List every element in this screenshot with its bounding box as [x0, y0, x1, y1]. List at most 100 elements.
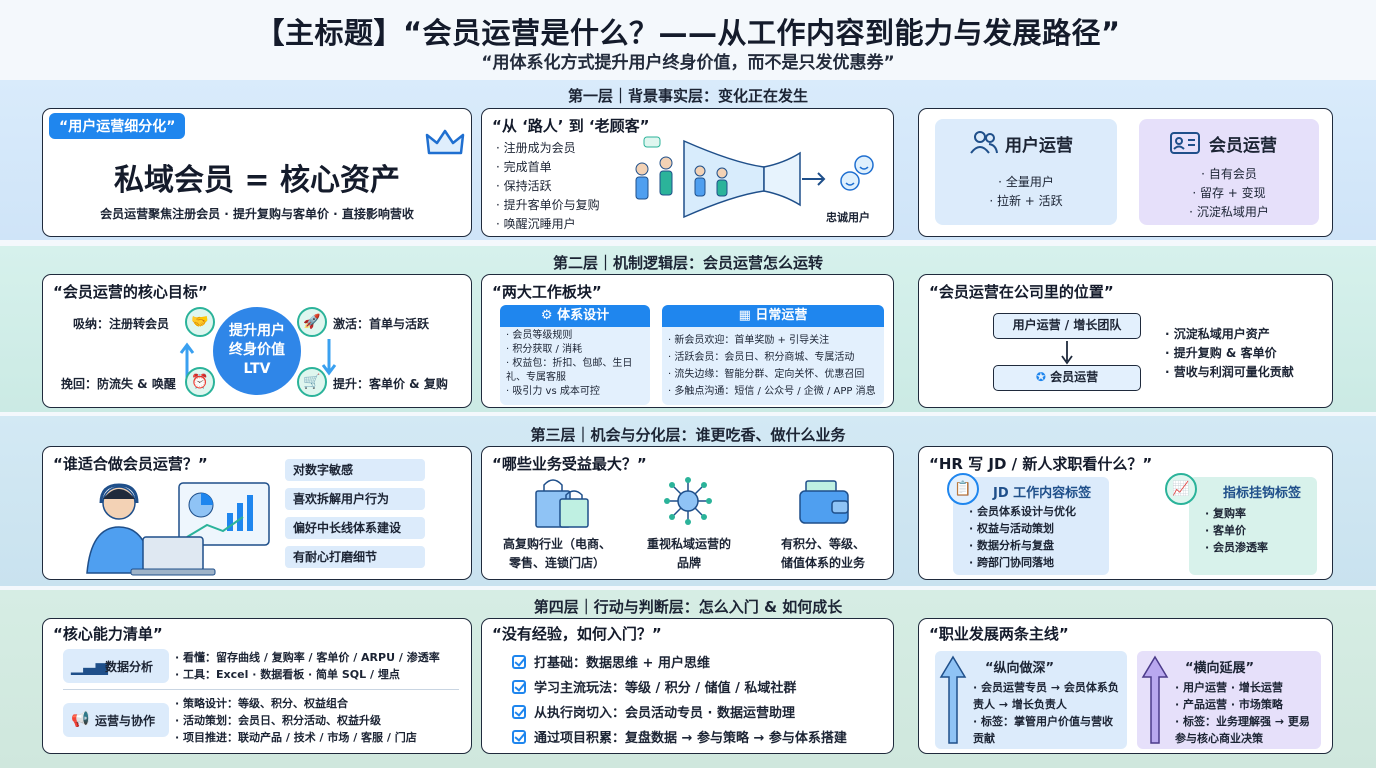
horizontal-path-item: 产品运营 · 市场策略 [1175, 696, 1317, 713]
company-position-card: “会员运营在公司里的位置” 用户运营 / 增长团队 ✪ 会员运营 沉淀私域用户资… [918, 274, 1333, 408]
business-item: 高复购行业（电商、 零售、连锁门店） [492, 535, 622, 573]
beneficiary-heading: “哪些业务受益最大？” [492, 455, 647, 473]
metric-tags-panel: 指标挂钩标签 复购率 客单价 会员渗透率 [1189, 477, 1317, 575]
member-ops-box: ✪ 会员运营 [993, 365, 1141, 391]
crown-icon [425, 129, 465, 155]
daily-ops-item: 多触点沟通：短信 / 公众号 / 企微 / APP 消息 [668, 383, 882, 400]
hr-jd-heading: “HR 写 JD / 新人求职看什么？” [929, 455, 1153, 473]
skill-item: 策略设计：等级、积分、权益组合 [175, 695, 417, 712]
user-ops-title: 用户运营 [1005, 136, 1073, 156]
metric-tags-title: 指标挂钩标签 [1223, 486, 1302, 501]
traits-list: 对数字敏感 喜欢拆解用户行为 偏好中长线体系建设 有耐心打磨细节 [285, 459, 425, 575]
daily-ops-title: 日常运营 [755, 308, 808, 323]
user-ops-item: 拉新 + 活跃 [935, 192, 1117, 211]
member-card-icon [1170, 132, 1200, 154]
position-item: 提升复购 & 客单价 [1165, 344, 1294, 363]
skill-item: 看懂：留存曲线 / 复购率 / 客单价 / ARPU / 渗透率 [175, 649, 440, 666]
checkbox-icon [512, 655, 526, 669]
checklist-item: 打基础：数据思维 + 用户思维 [512, 651, 847, 676]
jd-tag-item: 会员体系设计与优化 [969, 503, 1076, 520]
layer-2-title: 第二层｜机制逻辑层：会员运营怎么运转 [552, 254, 823, 272]
daily-ops-panel: ▦ 日常运营 新会员欢迎：首单奖励 + 引导关注 活跃会员：会员日、积分商城、专… [662, 305, 884, 405]
checklist-text: 通过项目积累：复盘数据 → 参与策略 → 参与体系搭建 [534, 731, 847, 746]
career-heading: “职业发展两条主线” [929, 625, 1069, 643]
jd-tag-item: 跨部门协同落地 [969, 554, 1076, 571]
vertical-path-list: 会员运营专员 → 会员体系负责人 → 增长负责人 标签：掌管用户价值与营收贡献 [973, 679, 1123, 747]
member-ops-item: 自有会员 [1139, 165, 1319, 184]
member-ops-item: 留存 + 变现 [1139, 184, 1319, 203]
layer-1-title: 第一层｜背景事实层：变化正在发生 [567, 87, 808, 105]
layer-4-band: 第四层｜行动与判断层：怎么入门 & 如何成长 “核心能力清单” ▁▃▅ 数据分析… [0, 590, 1376, 768]
ltv-line: 提升用户 [229, 323, 285, 339]
career-paths-card: “职业发展两条主线” “纵向做深” 会员运营专员 → 会员体系负责人 → 增长负… [918, 618, 1333, 754]
metric-tag-item: 客单价 [1205, 522, 1268, 539]
system-design-panel: ⚙ 体系设计 会员等级规则 积分获取 / 消耗 权益包：折扣、包邮、生日礼、专属… [500, 305, 650, 405]
member-ops-list: 自有会员 留存 + 变现 沉淀私域用户 [1139, 165, 1319, 222]
who-fits-card: “谁适合做会员运营？” 对数字敏感 喜欢拆解用户行为 偏好中长线体系建设 有耐心… [42, 446, 472, 580]
core-skills-heading: “核心能力清单” [53, 625, 163, 643]
skill-item: 活动策划：会员日、积分活动、权益升级 [175, 712, 417, 729]
business-item: 重视私域运营的 品牌 [624, 535, 754, 573]
who-fits-heading: “谁适合做会员运营？” [53, 455, 208, 473]
daily-ops-item: 活跃会员：会员日、积分商城、专属活动 [668, 349, 882, 366]
checklist-text: 学习主流玩法：等级 / 积分 / 储值 / 私域社群 [534, 681, 797, 696]
daily-ops-item: 流失边缘：智能分群、定向关怀、优惠召回 [668, 366, 882, 383]
checklist-text: 打基础：数据思维 + 用户思维 [534, 656, 710, 671]
system-design-item: 积分获取 / 消耗 [506, 343, 646, 357]
horizontal-path-item: 标签：业务理解强 → 更易参与核心商业决策 [1175, 713, 1317, 747]
system-design-item: 会员等级规则 [506, 329, 646, 343]
layer-2-band: 第二层｜机制逻辑层：会员运营怎么运转 “会员运营的核心目标” 吸纳：注册转会员 … [0, 246, 1376, 412]
core-goal-card: “会员运营的核心目标” 吸纳：注册转会员 🤝 🚀 激活：首单与活跃 提升用户 终… [42, 274, 472, 408]
trait-item: 有耐心打磨细节 [285, 546, 425, 568]
ops-collab-list: 策略设计：等级、积分、权益组合 活动策划：会员日、积分活动、权益升级 项目推进：… [175, 695, 417, 746]
trait-item: 喜欢拆解用户行为 [285, 488, 425, 510]
business-line: 储值体系的业务 [780, 556, 865, 570]
checklist-item: 从执行岗切入：会员活动专员 · 数据运营助理 [512, 701, 847, 726]
happy-users-icon [840, 155, 874, 191]
ops-collab-title: 运营与协作 [95, 714, 156, 728]
layer-1-band: 第一层｜背景事实层：变化正在发生 “用户运营细分化” 私域会员 = 核心资产 会… [0, 80, 1376, 240]
journey-item: 完成首单 [496, 158, 600, 177]
down-arrow [1061, 341, 1073, 365]
jd-tag-item: 数据分析与复盘 [969, 537, 1076, 554]
metric-tag-item: 会员渗透率 [1205, 539, 1268, 556]
business-line: 高复购行业（电商、 [502, 537, 611, 551]
system-design-item: 权益包：折扣、包邮、生日礼、专属客服 [506, 357, 646, 385]
trait-item: 对数字敏感 [285, 459, 425, 481]
analyst-illustration [86, 482, 270, 576]
vertical-path-item: 会员运营专员 → 会员体系负责人 → 增长负责人 [973, 679, 1123, 713]
horizontal-path-list: 用户运营 · 增长运营 产品运营 · 市场策略 标签：业务理解强 → 更易参与核… [1175, 679, 1317, 747]
passerby-heading: “从 ‘路人’ 到 ‘老顾客” [492, 117, 650, 135]
trait-item: 偏好中长线体系建设 [285, 517, 425, 539]
clipboard-icon: 📋 [947, 473, 979, 505]
main-title: 【主标题】“会员运营是什么？——从工作内容到能力与发展路径” [255, 16, 1121, 50]
jd-tags-list: 会员体系设计与优化 权益与活动策划 数据分析与复盘 跨部门协同落地 [969, 503, 1076, 571]
checkbox-icon [512, 680, 526, 694]
segmentation-tag: “用户运营细分化” [49, 113, 186, 139]
user-ops-item: 全量用户 [935, 173, 1117, 192]
rocket-icon: 🚀 [297, 307, 327, 337]
user-ops-panel: 用户运营 全量用户 拉新 + 活跃 [935, 119, 1117, 225]
users-icon [970, 131, 998, 154]
data-analysis-list: 看懂：留存曲线 / 复购率 / 客单价 / ARPU / 渗透率 工具：Exce… [175, 649, 440, 683]
jd-tags-panel: JD 工作内容标签 会员体系设计与优化 权益与活动策划 数据分析与复盘 跨部门协… [953, 477, 1109, 575]
position-item: 沉淀私域用户资产 [1165, 325, 1294, 344]
funnel-illustration [635, 136, 826, 219]
calendar-icon: ▦ [738, 308, 756, 323]
ltv-center-circle: 提升用户 终身价值 LTV [213, 307, 301, 395]
member-ops-box-label: 会员运营 [1050, 370, 1099, 384]
skill-item: 工具：Excel · 数据看板 · 简单 SQL / 埋点 [175, 666, 440, 683]
badge-icon: ✪ [1035, 370, 1051, 384]
checklist-item: 通过项目积累：复盘数据 → 参与策略 → 参与体系搭建 [512, 726, 847, 751]
position-heading: “会员运营在公司里的位置” [929, 283, 1114, 301]
metric-tag-item: 复购率 [1205, 505, 1268, 522]
loyal-user-label: 忠诚用户 [826, 211, 870, 224]
goal-recover: 挽回：防流失 & 唤醒 [61, 377, 176, 391]
chart-growth-icon: 📈 [1165, 473, 1197, 505]
bar-chart-icon: ▁▃▅ [71, 656, 108, 675]
two-blocks-heading: “两大工作板块” [492, 283, 602, 301]
alarm-clock-icon: ⏰ [185, 367, 215, 397]
journey-item: 保持活跃 [496, 177, 600, 196]
position-list: 沉淀私域用户资产 提升复购 & 客单价 营收与利润可量化贡献 [1165, 325, 1294, 382]
system-design-header: ⚙ 体系设计 [500, 305, 650, 327]
